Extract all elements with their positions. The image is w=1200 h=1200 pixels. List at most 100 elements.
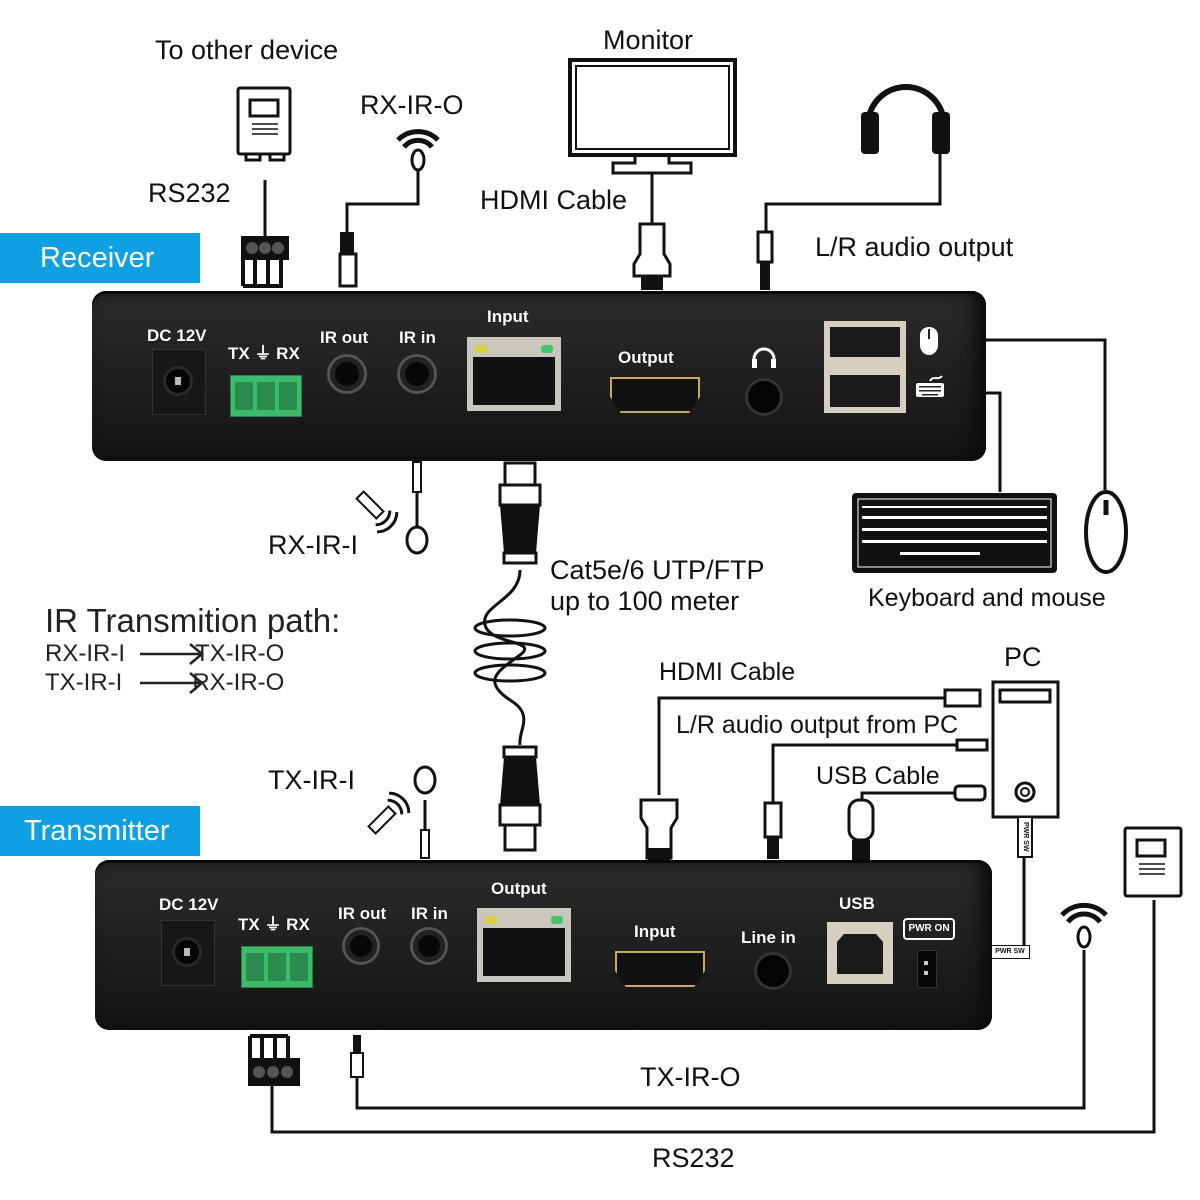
pc-usb-wire [860,791,955,803]
output-label: Output [491,879,547,898]
hdmi-input-port[interactable] [615,951,705,987]
db9-connector-icon [236,86,292,162]
rs232-top-label: RS232 [148,178,231,208]
rs232-bottom-wire [270,900,1156,1134]
cable-spec-line2: up to 100 meter [550,586,740,616]
tx-ir-i-label: TX-IR-I [268,765,355,795]
audio-plug-icon [763,801,783,859]
hdmi-output-port[interactable] [610,377,700,413]
usb-ports[interactable] [824,321,906,413]
keyboard-icon [914,373,946,399]
legend-title: IR Transmition path: [45,602,341,639]
legend-to: RX-IR-O [192,669,285,696]
legend-arrows [140,643,204,694]
usb-cable-label: USB Cable [816,762,940,790]
ir-out-label: IR out [320,328,369,347]
pc-audio-label: L/R audio output from PC [676,711,959,739]
ir-in-label: IR in [411,904,448,923]
receiver-device: DC 12V TX ⏚ RX IR out IR in Input Output [92,291,986,461]
keyboard-mouse-label: Keyboard and mouse [868,584,1106,612]
remote-control-icon [367,791,411,835]
audio-plug-icon [350,1035,364,1078]
rx-ir-o-wire [345,170,420,232]
output-label: Output [618,348,674,367]
ir-in-jack[interactable] [413,930,445,962]
rj45-plug-icon [498,745,542,852]
audio-output-jack[interactable] [748,381,780,413]
to-other-device-label: To other device [155,35,339,65]
usb-plug-icon [847,798,875,860]
rj45-output-port[interactable] [477,908,571,982]
cat-cable-wire [483,569,527,746]
rs232-terminal[interactable] [230,375,302,417]
pc-audio-wire [771,743,957,803]
cable-spec-line1: Cat5e/6 UTP/FTP [550,555,765,585]
monitor-icon [568,58,737,175]
usb-b-port[interactable] [827,922,893,984]
remote-control-icon [355,490,399,534]
pwr-on-label: PWR ON [903,918,955,940]
rs232-terminal[interactable] [241,946,313,988]
mouse-icon [918,327,940,357]
headphone-icon [750,345,778,369]
ir-out-jack[interactable] [330,357,364,391]
ir-out-label: IR out [338,904,387,923]
legend-from: RX-IR-I [45,640,125,667]
rj45-input-port[interactable] [467,337,561,411]
pc-hdmi-wire [657,696,945,795]
rj45-plug-icon [498,461,542,565]
rx-ir-o-label: RX-IR-O [360,90,464,120]
hdmi-plug-icon [632,222,672,290]
legend-row: RX-IR-I TX-IR-O [45,642,284,666]
monitor-label: Monitor [603,25,694,55]
mouse-icon [1084,490,1128,574]
terminal-block-icon [248,1034,300,1086]
audio-plug-icon [955,738,989,752]
usb-label: USB [839,894,875,913]
serial-port-label: TX ⏚ RX [238,915,310,934]
receiver-tag: Receiver [0,233,200,283]
ir-receiver-sensor-icon [413,765,437,859]
pwr-sw-vertical-label: PWR SW [1022,822,1029,852]
transmitter-device: DC 12V TX ⏚ RX IR out IR in Output Input… [95,860,992,1030]
dc-12v-label: DC 12V [159,895,219,914]
hdmi-plug-icon [639,798,679,862]
ir-receiver-sensor-icon [405,461,429,555]
dc-power-jack[interactable] [152,349,206,415]
db9-connector-icon [1123,826,1183,898]
dc-power-jack[interactable] [161,920,215,986]
keyboard-icon [852,493,1057,573]
pwr-sw-label: PWR SW [990,945,1030,959]
keyboard-wire [985,391,1002,492]
hdmi-cable-top-label: HDMI Cable [480,185,628,215]
tx-ir-o-wire [355,950,1086,1110]
audio-plug-icon [756,230,774,290]
ir-in-jack[interactable] [400,357,434,391]
ir-out-jack[interactable] [345,930,377,962]
pc-tower-icon [991,680,1060,858]
rx-ir-i-label: RX-IR-I [268,530,358,560]
legend-from: TX-IR-I [45,669,123,696]
headphones-icon [861,84,950,154]
headphone-wire [764,150,942,232]
legend-to: TX-IR-O [195,640,285,667]
pwr-on-port[interactable] [917,950,937,988]
tx-ir-o-label: TX-IR-O [640,1062,741,1092]
audio-plug-icon [338,232,358,288]
ir-in-label: IR in [399,328,436,347]
usb-plug-icon [953,784,987,802]
terminal-block-icon [241,236,289,288]
pc-label: PC [1004,642,1042,672]
line-in-jack[interactable] [757,955,789,987]
rs232-bottom-label: RS232 [652,1143,735,1173]
pc-hdmi-cable-label: HDMI Cable [659,658,796,686]
input-label: Input [487,307,529,326]
input-label: Input [634,922,676,941]
ir-emitter-icon [1060,902,1108,949]
ir-emitter-icon [396,129,440,172]
lr-audio-output-label: L/R audio output [815,232,1014,262]
dc-12v-label: DC 12V [147,326,207,345]
line-in-label: Line in [741,928,796,947]
transmitter-tag: Transmitter [0,806,200,856]
